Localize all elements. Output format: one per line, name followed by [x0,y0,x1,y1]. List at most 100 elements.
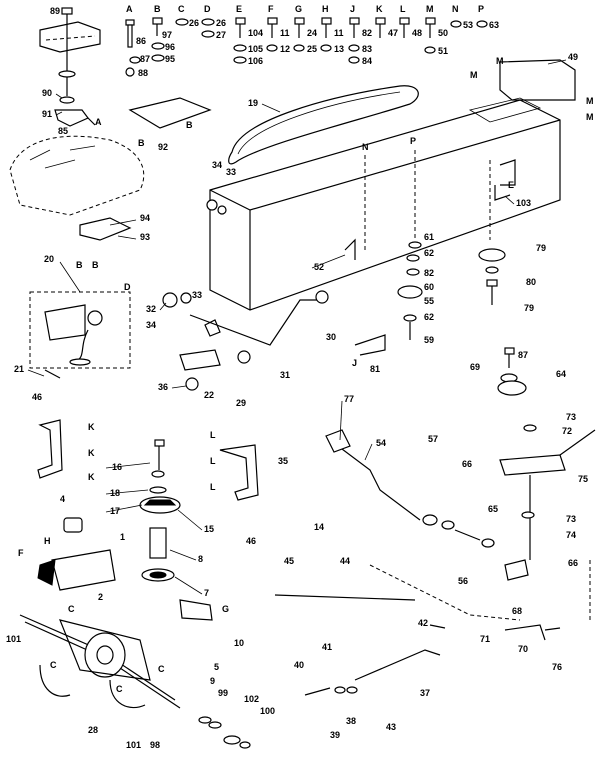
key-letter: B [154,4,161,14]
ref-letter: F [18,548,24,558]
key-part: 11 [334,28,344,38]
callout: 74 [566,530,576,540]
right-arm-assembly [497,347,596,581]
callout: 1 [120,532,125,542]
callout: 37 [420,688,430,698]
key-letter: H [322,4,329,14]
callout: 64 [556,369,566,379]
ref-letter: B [76,260,83,270]
key-part: 12 [280,44,290,54]
callout: 92 [158,142,168,152]
callout: 43 [386,722,396,732]
callout: 62 [424,312,434,322]
spindle-assembly [139,439,181,582]
key-letter: L [400,4,406,14]
deck-shield [9,97,212,241]
callout: 38 [346,716,356,726]
callout: 21 [14,364,24,374]
callout: 9 [210,676,215,686]
callout: 4 [60,494,65,504]
key-part: 97 [162,30,172,40]
key-part: 48 [412,28,422,38]
key-part: 26 [189,18,199,28]
key-letter: D [204,4,211,14]
callout: 49 [568,52,578,62]
reference-letters: A B B M M M M N P E B B D J K K K L L L … [18,56,594,694]
ref-letter: J [352,358,357,368]
key-letter: J [350,4,355,14]
key-part: 84 [362,56,372,66]
ref-letter: C [116,684,123,694]
key-part: 87 [140,54,150,64]
ref-letter: N [362,142,369,152]
callout: 34 [146,320,156,330]
callout: 33 [226,167,236,177]
key-part: 47 [388,28,398,38]
lift-lever-assembly [274,429,591,696]
ref-letter: L [210,482,216,492]
callout: 8 [198,554,203,564]
callout: 39 [330,730,340,740]
key-part: 104 [248,28,263,38]
callout: 32 [146,304,156,314]
right-pulley-stack [478,248,506,305]
callout: 101 [6,634,21,644]
callout: 56 [458,576,468,586]
callout: 70 [518,644,528,654]
callout: 80 [526,277,536,287]
idler-pulley-stack [397,241,423,340]
ref-letter: B [138,138,145,148]
callout: 102 [244,694,259,704]
callout: 19 [248,98,258,108]
key-letter: E [236,4,242,14]
callout: 60 [424,282,434,292]
callout: 90 [42,88,52,98]
control-linkage [162,199,386,391]
callout: 5 [214,662,219,672]
callout: 69 [470,362,480,372]
callout: 75 [578,474,588,484]
callout: 34 [212,160,222,170]
callout: 81 [370,364,380,374]
callout: 33 [192,290,202,300]
callout: 98 [150,740,160,750]
callout: 73 [566,412,576,422]
callout: 40 [294,660,304,670]
callout: 10 [234,638,244,648]
callout: 42 [418,618,428,628]
callout: 14 [314,522,324,532]
callout: 54 [376,438,386,448]
ref-letter: G [222,604,229,614]
key-letter: P [478,4,484,14]
callout: 99 [218,688,228,698]
key-part: 95 [165,54,175,64]
callout: 89 [50,6,60,16]
callout: 79 [536,243,546,253]
key-part: 88 [138,68,148,78]
key-part: 11 [280,28,290,38]
callout: 30 [326,332,336,342]
hardware-key [125,17,488,77]
ref-letter: E [508,180,514,190]
ref-letter: K [88,448,95,458]
key-part: 26 [216,18,226,28]
callout: 2 [98,592,103,602]
upper-left-bracket-assembly [39,7,101,127]
key-part: 25 [307,44,317,54]
key-letter: A [126,4,133,14]
callout: 15 [204,524,214,534]
callout: 71 [480,634,490,644]
callout: 55 [424,296,434,306]
ref-letter: M [470,70,478,80]
hitch-bracket [44,304,103,379]
callout: 77 [344,394,354,404]
key-part: 50 [438,28,448,38]
callout: 66 [462,459,472,469]
bracket-center [219,444,259,501]
callout: 73 [566,514,576,524]
ref-letter: C [50,660,57,670]
callout: 59 [424,335,434,345]
callout: 45 [284,556,294,566]
key-letter: M [426,4,434,14]
key-letter: K [376,4,383,14]
